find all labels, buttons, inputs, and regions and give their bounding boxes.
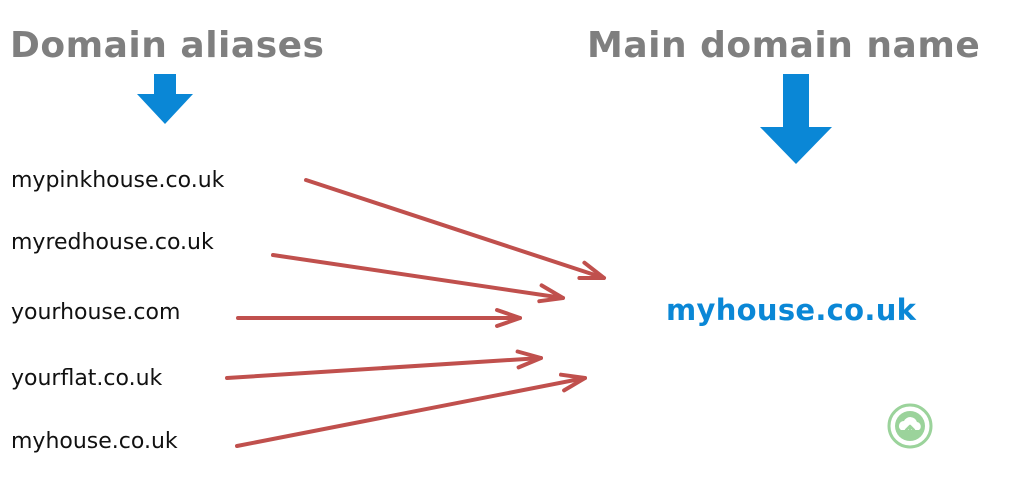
alias-domain: mypinkhouse.co.uk	[11, 168, 225, 193]
connector-arrow	[304, 178, 606, 280]
down-arrow-icon	[760, 74, 832, 164]
alias-domain: myredhouse.co.uk	[11, 230, 214, 255]
upload-cloud-icon	[887, 403, 933, 449]
connector-arrow	[236, 308, 522, 328]
alias-domain: yourhouse.com	[11, 300, 181, 325]
connector-arrow	[235, 372, 587, 448]
connector-arrow	[271, 253, 565, 304]
main-domain-name: myhouse.co.uk	[666, 293, 917, 327]
alias-domain: yourflat.co.uk	[11, 366, 163, 391]
connector-arrow	[225, 349, 543, 380]
down-arrow-icon	[137, 74, 193, 124]
domain-aliases-heading: Domain aliases	[10, 25, 325, 66]
alias-domain: myhouse.co.uk	[11, 429, 178, 454]
main-domain-heading: Main domain name	[587, 25, 981, 66]
